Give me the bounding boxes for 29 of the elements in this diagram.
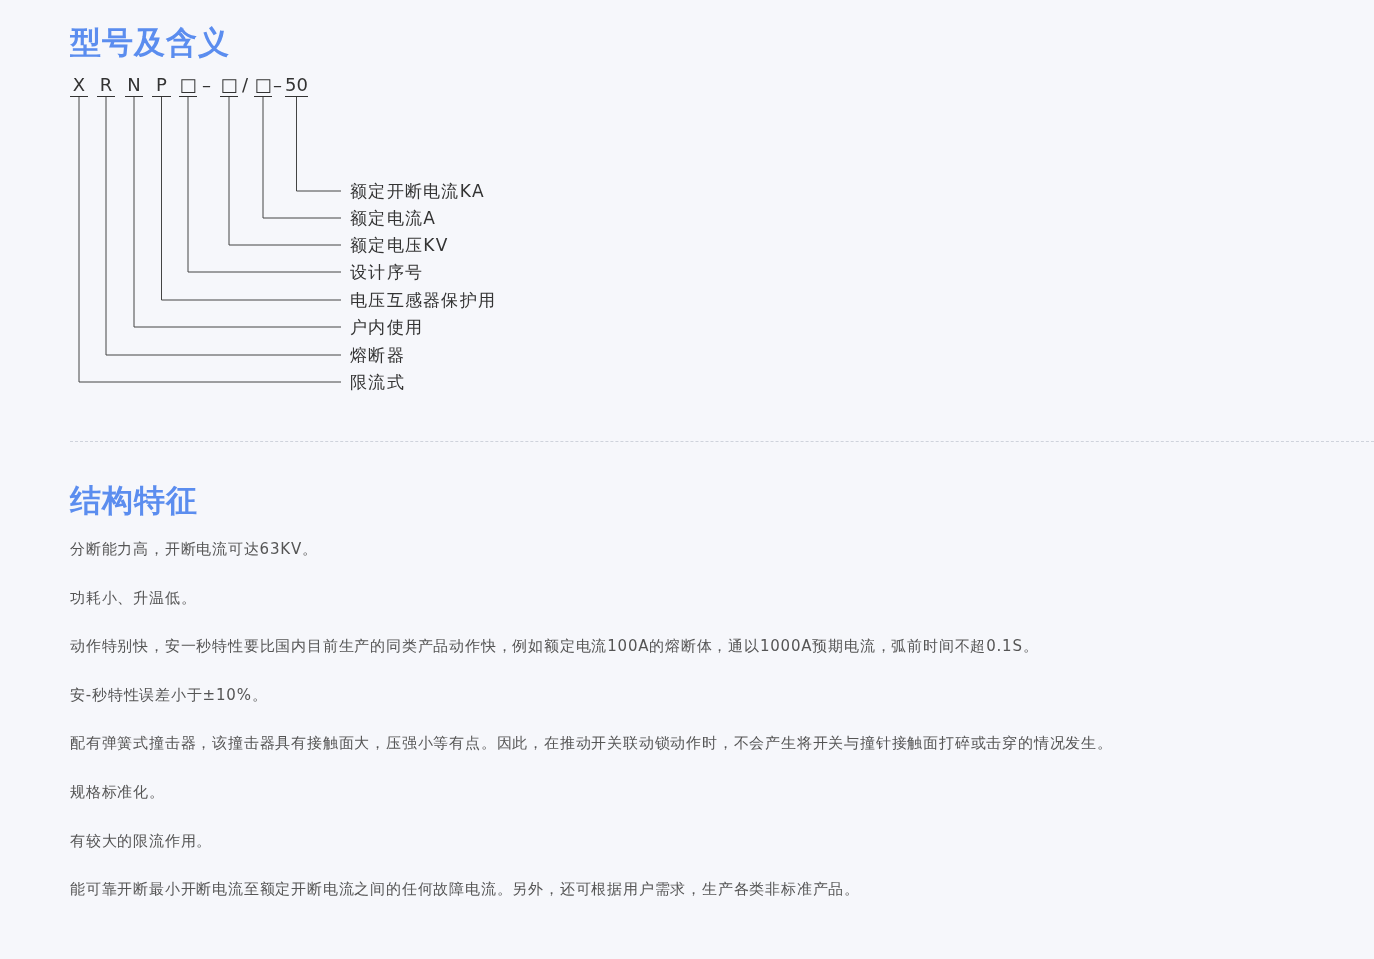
feature-text: 有较大的限流作用。 xyxy=(70,830,213,852)
feature-text: 安-秒特性误差小于±10%。 xyxy=(70,684,268,706)
feature-text: 功耗小、升温低。 xyxy=(70,587,197,609)
feature-text: 配有弹簧式撞击器，该撞击器具有接触面大，压强小等有点。因此，在推动开关联动锁动作时，不会产生将开关与撞针接触面打碎或击穿的情况发生。 xyxy=(70,733,1113,755)
code-meaning-text: 额定开断电流KA xyxy=(341,179,485,203)
leader-line xyxy=(78,96,342,383)
code-meaning-text: 额定电压KV xyxy=(341,233,449,257)
leader-line xyxy=(187,96,342,273)
feature-text: 规格标准化。 xyxy=(70,782,165,803)
code-separator: – xyxy=(273,73,282,96)
section-heading: 结构特征 xyxy=(70,482,198,518)
leader-line xyxy=(296,96,342,192)
section-heading: 型号及含义 xyxy=(70,24,230,60)
leader-line xyxy=(161,96,342,301)
code-meaning-text: 电压互感器保护用 xyxy=(341,288,497,312)
feature-text: 能可靠开断最小开断电流至额定开断电流之间的任何故障电流。另外，还可根据用户需求，生产各类非标准产品。 xyxy=(70,879,860,901)
code-meaning-text: 额定电流A xyxy=(341,206,437,230)
code-separator: / xyxy=(242,73,249,96)
leader-line xyxy=(228,96,342,246)
code-meaning-text: 熔断器 xyxy=(341,343,405,367)
leader-line xyxy=(262,96,342,219)
code-meaning-text: 设计序号 xyxy=(341,260,424,284)
feature-text: 分断能力高，开断电流可达63KV。 xyxy=(70,539,318,560)
code-meaning-text: 限流式 xyxy=(341,370,405,394)
leader-line xyxy=(133,96,342,328)
feature-text: 动作特别快，安一秒特性要比国内目前生产的同类产品动作快，例如额定电流100A的熔断体，通以1000A预期电流，弧前时间不超0.1S。 xyxy=(70,636,1039,658)
code-meaning-text: 户内使用 xyxy=(341,315,424,339)
code-separator: – xyxy=(202,73,211,96)
leader-line xyxy=(105,96,342,356)
